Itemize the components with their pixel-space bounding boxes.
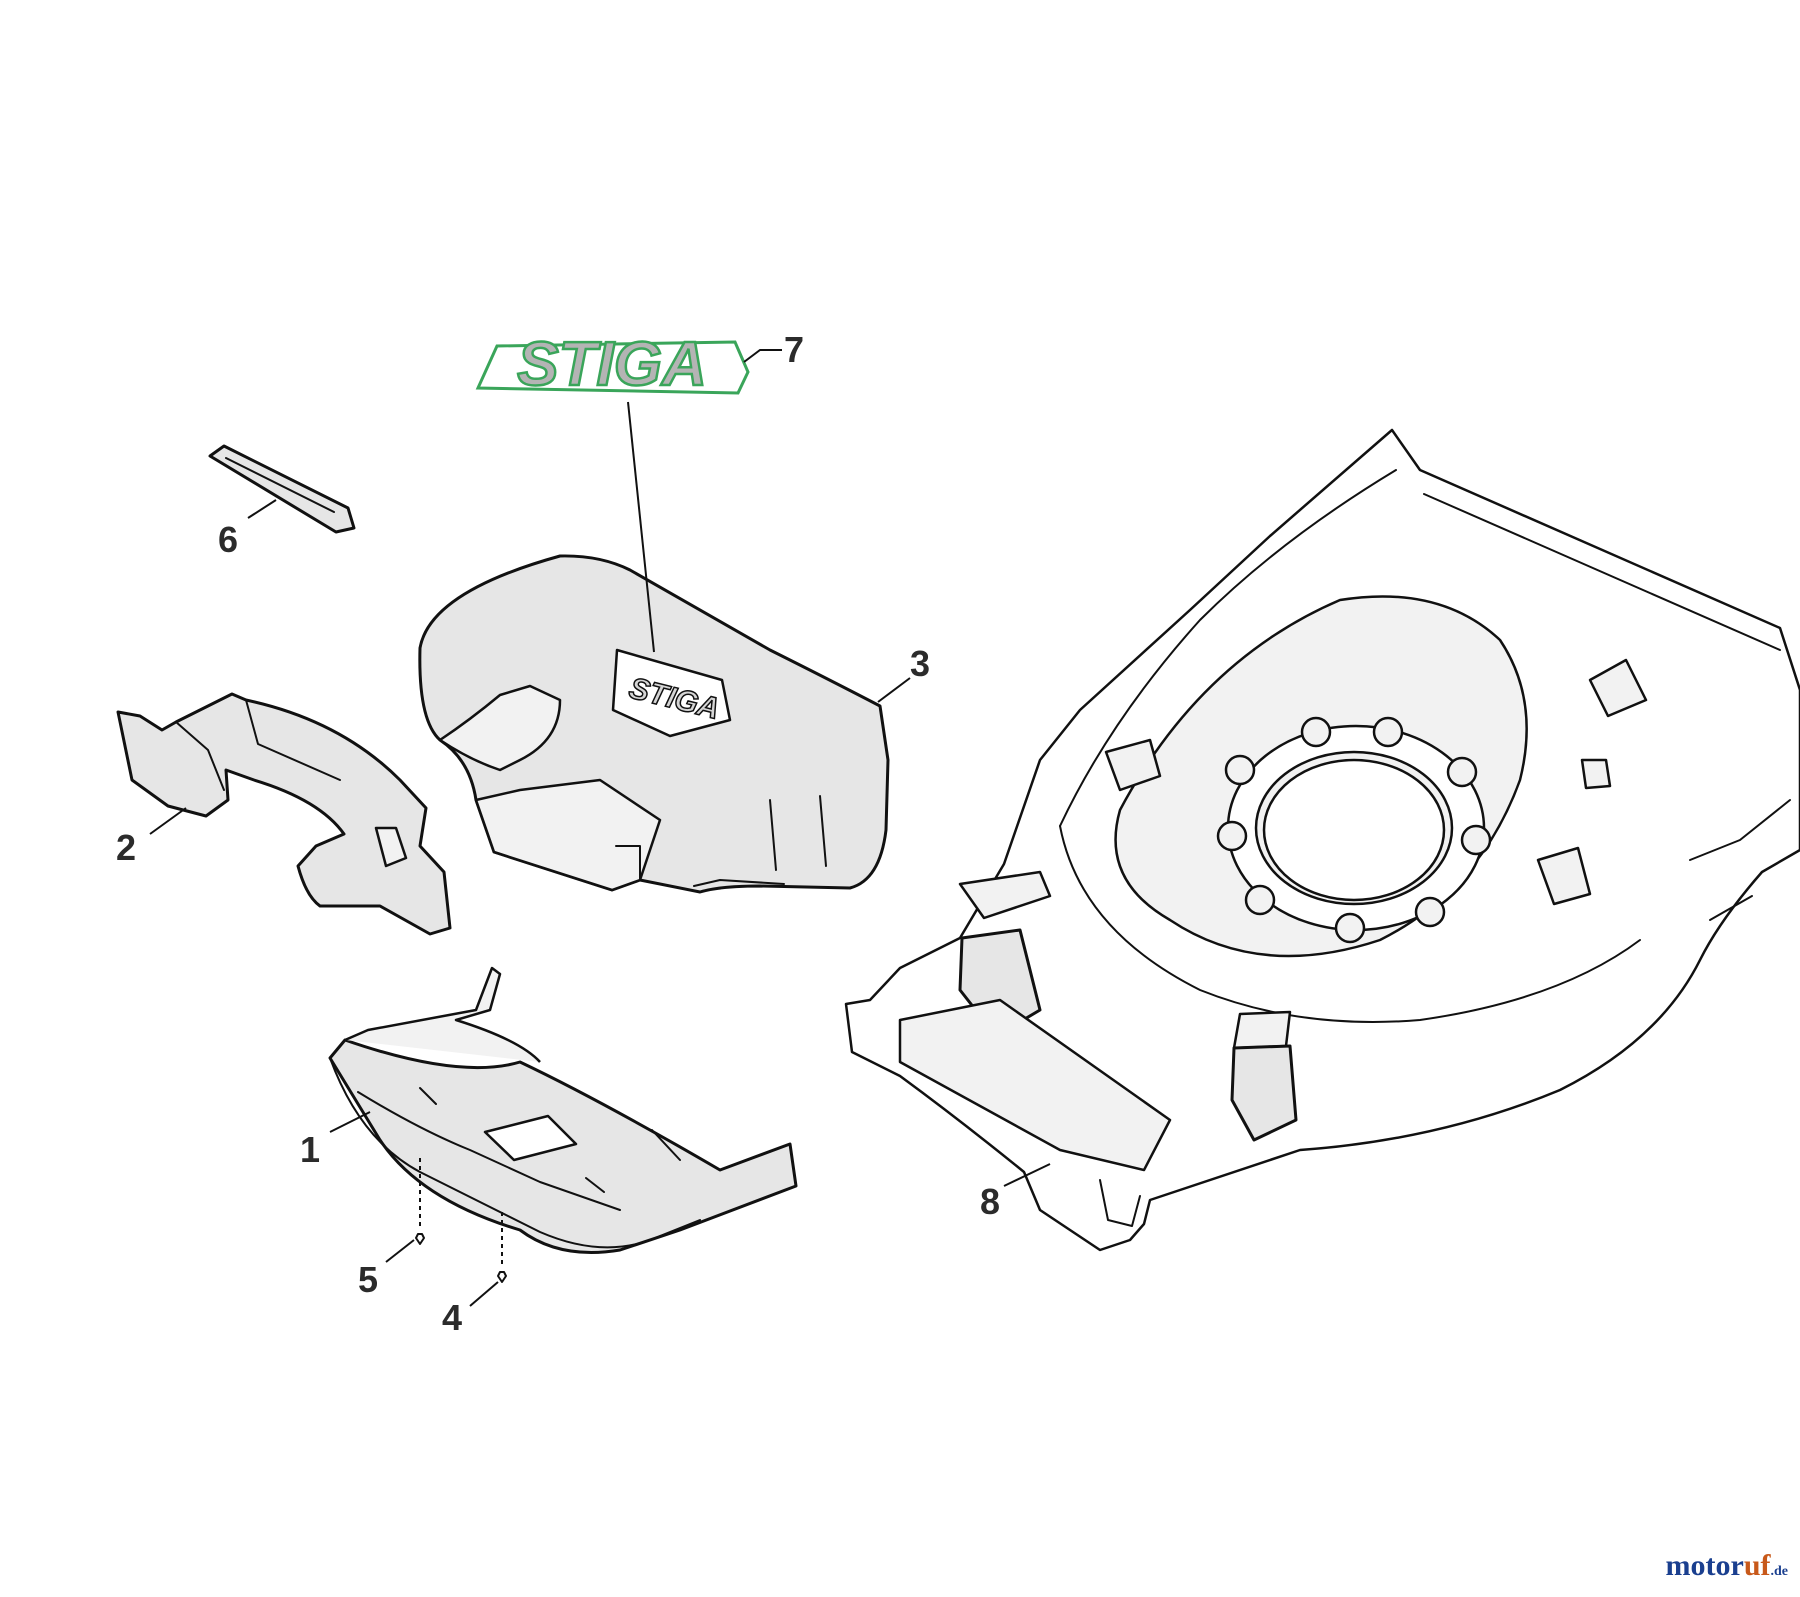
callout-4: 4 <box>442 1281 499 1338</box>
callout-5: 5 <box>358 1239 415 1300</box>
part-4-screw <box>497 1212 507 1283</box>
stiga-logo-text: STIGA <box>517 330 706 399</box>
watermark-part-b: uf <box>1743 1549 1771 1582</box>
callouts: 7 6 3 2 1 5 4 8 <box>116 329 1051 1338</box>
part-2-handle-bracket <box>116 692 452 936</box>
svg-text:8: 8 <box>980 1181 1000 1222</box>
watermark: motoruf.de <box>1666 1549 1788 1583</box>
svg-text:1: 1 <box>300 1129 320 1170</box>
part-8-mower-deck <box>844 428 1800 1252</box>
part-5-screw <box>415 1158 425 1245</box>
watermark-part-a: motor <box>1665 1549 1744 1582</box>
svg-text:5: 5 <box>358 1259 378 1300</box>
svg-text:3: 3 <box>910 643 930 684</box>
callout-2: 2 <box>116 807 187 868</box>
callout-7: 7 <box>627 329 804 653</box>
callout-3: 3 <box>877 643 930 703</box>
callout-6: 6 <box>218 499 277 560</box>
svg-text:2: 2 <box>116 827 136 868</box>
part-3-cover: STIGA <box>418 554 890 894</box>
deck-bolt-ring <box>1216 716 1492 944</box>
part-1-base-tray <box>328 966 798 1254</box>
watermark-tld: .de <box>1770 1564 1789 1579</box>
part-7-stiga-logo: STIGA <box>475 329 750 400</box>
callout-8: 8 <box>980 1163 1051 1222</box>
svg-text:4: 4 <box>442 1297 462 1338</box>
svg-text:7: 7 <box>784 329 804 370</box>
svg-text:6: 6 <box>218 519 238 560</box>
callout-1: 1 <box>300 1111 371 1170</box>
part-6-strip <box>208 444 356 534</box>
